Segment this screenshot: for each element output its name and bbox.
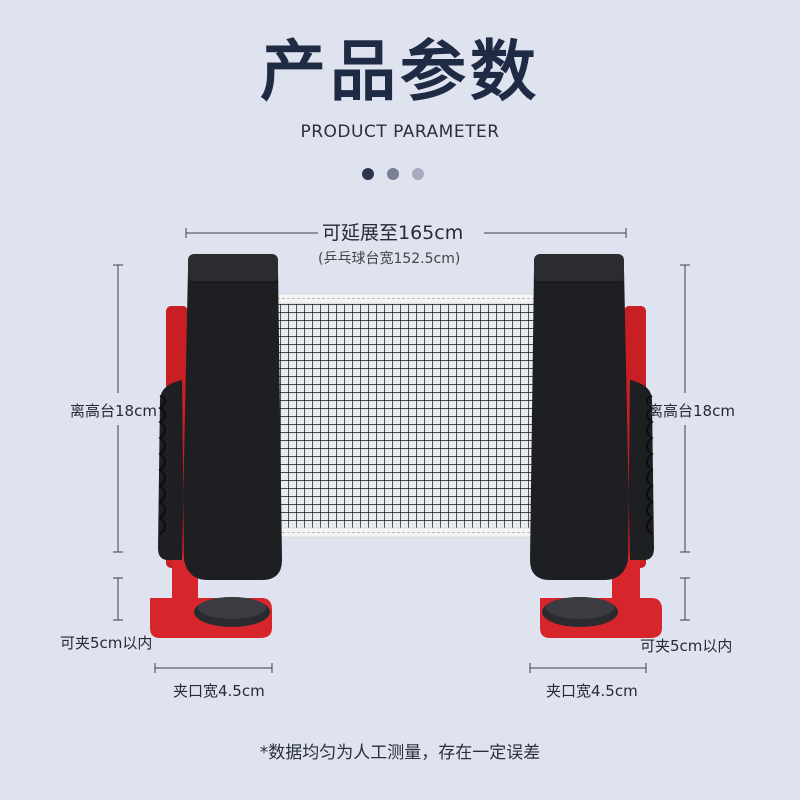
dot-2 [387, 168, 399, 180]
right-height-line [680, 264, 690, 553]
right-post [530, 254, 662, 638]
table-width-note: (乒乓球台宽152.5cm) [318, 251, 461, 267]
right-mouth-line [529, 663, 647, 673]
left-post [150, 254, 282, 638]
left-clamp-line [113, 577, 123, 621]
left-clamp-label: 可夹5cm以内 [60, 634, 153, 652]
extend-length-label: 可延展至165cm [322, 222, 464, 244]
right-mouth-label: 夹口宽4.5cm [546, 682, 638, 700]
pagination-dots [362, 168, 424, 180]
left-height-line [113, 264, 123, 553]
right-height-label: 离高台18cm [648, 402, 735, 420]
right-clamp-label: 可夹5cm以内 [640, 637, 733, 655]
right-clamp-line [680, 577, 690, 621]
measurement-footnote: *数据均匀为人工测量，存在一定误差 [259, 743, 541, 763]
net [271, 293, 543, 538]
dot-1 [362, 168, 374, 180]
left-height-label: 离高台18cm [70, 402, 157, 420]
page-subtitle: PRODUCT PARAMETER [300, 122, 500, 142]
left-mouth-line [154, 663, 273, 673]
left-mouth-label: 夹口宽4.5cm [173, 682, 265, 700]
width-dimension-line [185, 228, 627, 238]
page-title: 产品参数 [260, 33, 540, 110]
dot-3 [412, 168, 424, 180]
